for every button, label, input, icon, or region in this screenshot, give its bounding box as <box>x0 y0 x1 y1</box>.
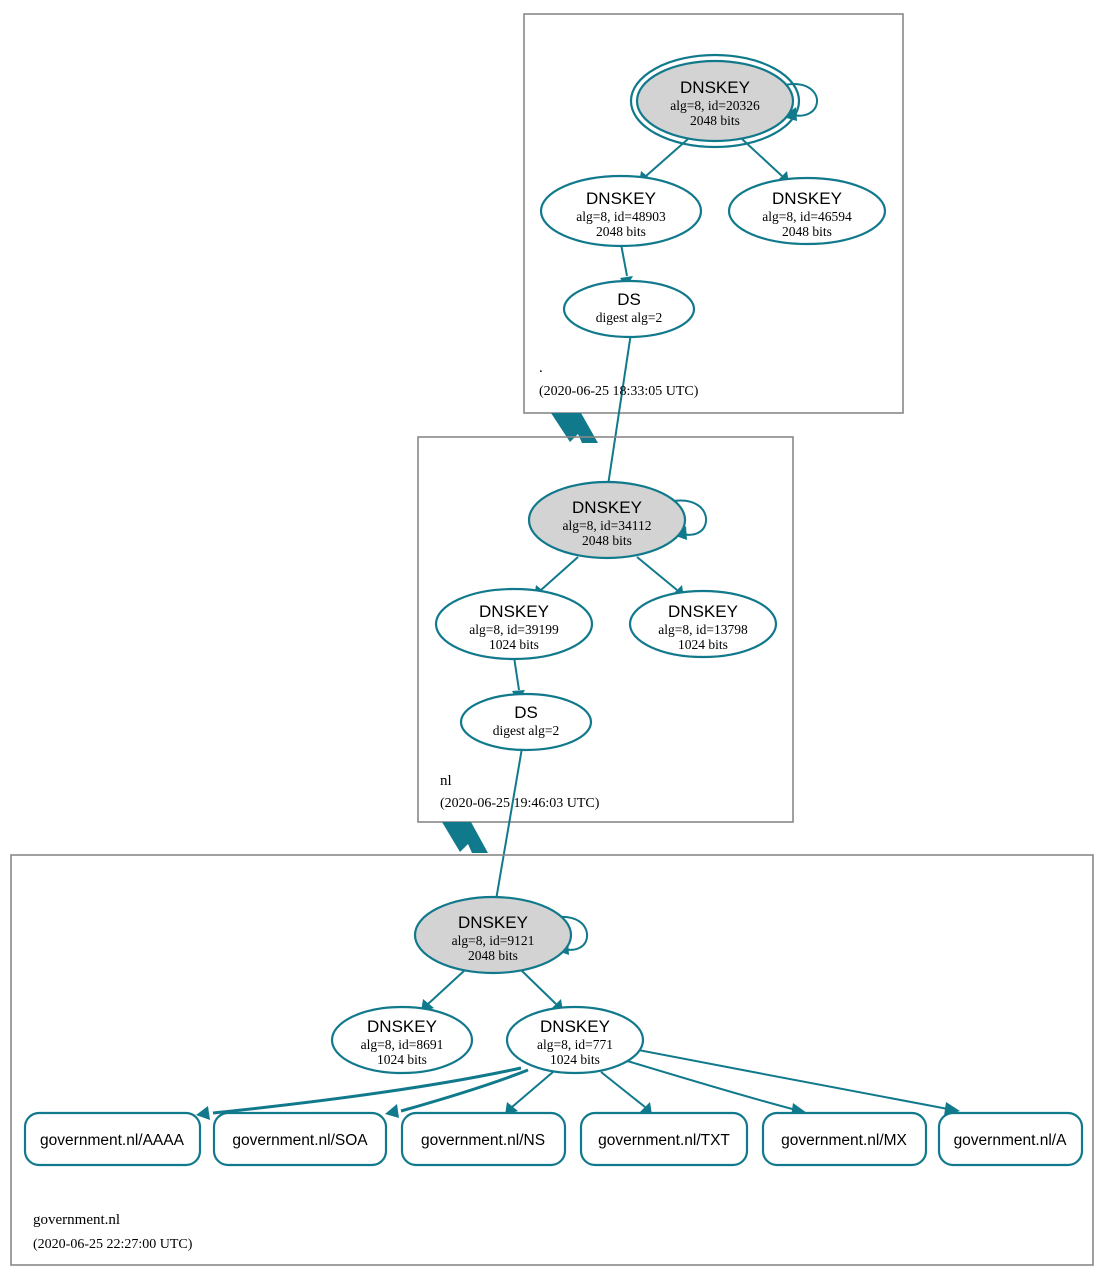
root-zsk-46594-detail-alg-id: alg=8, id=46594 <box>762 209 852 224</box>
nl-ds-ellipse <box>459 692 593 752</box>
node-root-ds[interactable]: DS digest alg=2 <box>562 279 696 339</box>
rrset-government-nl-soa[interactable]: government.nl/SOA <box>212 1111 388 1167</box>
gov-zsk-771-title: DNSKEY <box>540 1017 610 1036</box>
nl-ksk-ellipse <box>527 480 687 560</box>
edge-gov-ksk-to-zsk-771 <box>520 969 563 1012</box>
edge-gov-zsk-771-to-rrset-soa <box>385 1068 529 1118</box>
node-gov-ksk-dnskey[interactable]: DNSKEY alg=8, id=9121 2048 bits <box>413 895 573 975</box>
root-zsk-46594-ellipse <box>727 176 887 246</box>
nl-zsk-39199-detail-alg-id: alg=8, id=39199 <box>469 622 559 637</box>
gov-zsk-8691-ellipse <box>330 1005 474 1075</box>
node-root-ksk-dnskey[interactable]: DNSKEY alg=8, id=20326 2048 bits <box>629 53 801 149</box>
node-root-zsk-48903-dnskey[interactable]: DNSKEY alg=8, id=48903 2048 bits <box>539 174 703 248</box>
root-ds-title: DS <box>617 290 641 309</box>
gov-ksk-detail-bits: 2048 bits <box>468 948 518 963</box>
nl-ds-title: DS <box>514 703 538 722</box>
gov-zsk-8691-title: DNSKEY <box>367 1017 437 1036</box>
root-ds-ellipse <box>562 279 696 339</box>
rrset-government-nl-mx[interactable]: government.nl/MX <box>761 1111 928 1167</box>
nl-ksk-detail-bits: 2048 bits <box>582 533 632 548</box>
rrset-ns-label: government.nl/NS <box>421 1132 545 1149</box>
nl-ds-detail-digest: digest alg=2 <box>493 723 559 738</box>
zone-nl: DNSKEY alg=8, id=34112 2048 bits DNSKEY … <box>417 436 794 912</box>
node-nl-ds[interactable]: DS digest alg=2 <box>459 692 593 752</box>
rrset-a-label: government.nl/A <box>954 1132 1068 1149</box>
rrset-government-nl-aaaa[interactable]: government.nl/AAAA <box>23 1111 202 1167</box>
trust-arrow-nl-to-government-nl <box>442 822 488 853</box>
root-ksk-ellipse <box>635 59 795 143</box>
node-nl-ksk-dnskey[interactable]: DNSKEY alg=8, id=34112 2048 bits <box>527 480 687 560</box>
rrset-government-nl-txt[interactable]: government.nl/TXT <box>579 1111 749 1167</box>
node-gov-zsk-771-dnskey[interactable]: DNSKEY alg=8, id=771 1024 bits <box>505 1005 645 1075</box>
rrset-aaaa-box <box>23 1111 202 1167</box>
nl-ksk-title: DNSKEY <box>572 498 642 517</box>
rrset-government-nl-ns[interactable]: government.nl/NS <box>400 1111 567 1167</box>
gov-ksk-title: DNSKEY <box>458 913 528 932</box>
edge-gov-zsk-771-to-rrset-txt <box>600 1071 652 1115</box>
edge-gov-ksk-to-zsk-8691 <box>421 969 466 1012</box>
trust-arrow-root-to-nl <box>551 413 598 443</box>
gov-zsk-771-ellipse <box>505 1005 645 1075</box>
zone-nl-timestamp: (2020-06-25 19:46:03 UTC) <box>440 796 600 811</box>
rrset-soa-label: government.nl/SOA <box>232 1132 368 1149</box>
nl-zsk-13798-detail-bits: 1024 bits <box>678 637 728 652</box>
edge-gov-zsk-771-to-rrset-mx <box>623 1059 807 1117</box>
nl-zsk-13798-detail-alg-id: alg=8, id=13798 <box>658 622 748 637</box>
edge-nl-ds-to-gov-ksk <box>489 747 523 912</box>
root-ksk-title: DNSKEY <box>680 78 750 97</box>
root-zsk-46594-title: DNSKEY <box>772 189 842 208</box>
rrset-txt-label: government.nl/TXT <box>598 1132 730 1149</box>
node-gov-zsk-8691-dnskey[interactable]: DNSKEY alg=8, id=8691 1024 bits <box>330 1005 474 1075</box>
zone-root-timestamp: (2020-06-25 18:33:05 UTC) <box>539 384 699 399</box>
rrset-ns-box <box>400 1111 567 1167</box>
zone-government-nl-timestamp: (2020-06-25 22:27:00 UTC) <box>33 1237 193 1252</box>
zone-root: DNSKEY alg=8, id=20326 2048 bits DNSKEY … <box>523 13 904 504</box>
rrset-mx-box <box>761 1111 928 1167</box>
rrset-government-nl-a[interactable]: government.nl/A <box>937 1111 1084 1167</box>
rrset-aaaa-label: government.nl/AAAA <box>40 1132 185 1149</box>
trust-anchor-outer-ring <box>629 53 801 149</box>
rrset-soa-box <box>212 1111 388 1167</box>
root-ksk-detail-alg-id: alg=8, id=20326 <box>670 98 760 113</box>
zone-government-nl-border <box>10 854 1094 1266</box>
rrset-mx-label: government.nl/MX <box>781 1132 907 1149</box>
nl-ksk-detail-alg-id: alg=8, id=34112 <box>563 518 652 533</box>
gov-zsk-771-detail-bits: 1024 bits <box>550 1052 600 1067</box>
nl-zsk-13798-ellipse <box>628 589 778 659</box>
root-zsk-48903-detail-alg-id: alg=8, id=48903 <box>576 209 666 224</box>
edge-gov-zsk-771-to-rrset-a <box>627 1047 960 1116</box>
gov-ksk-ellipse <box>413 895 573 975</box>
edge-gov-zsk-771-to-rrset-aaaa <box>196 1066 522 1120</box>
root-zsk-48903-detail-bits: 2048 bits <box>596 224 646 239</box>
gov-zsk-771-detail-alg-id: alg=8, id=771 <box>537 1037 613 1052</box>
node-nl-zsk-39199-dnskey[interactable]: DNSKEY alg=8, id=39199 1024 bits <box>434 587 594 661</box>
rrset-txt-box <box>579 1111 749 1167</box>
root-ksk-detail-bits: 2048 bits <box>690 113 740 128</box>
zone-root-name: . <box>539 360 543 376</box>
root-zsk-48903-ellipse <box>539 174 703 248</box>
root-zsk-46594-detail-bits: 2048 bits <box>782 224 832 239</box>
node-root-zsk-46594-dnskey[interactable]: DNSKEY alg=8, id=46594 2048 bits <box>727 176 887 246</box>
nl-zsk-39199-ellipse <box>434 587 594 661</box>
gov-zsk-8691-detail-alg-id: alg=8, id=8691 <box>361 1037 444 1052</box>
zone-government-nl: DNSKEY alg=8, id=9121 2048 bits DNSKEY a… <box>10 854 1094 1266</box>
edge-nl-ksk-to-zsk-13798 <box>636 556 684 598</box>
edge-root-ksk-to-zsk-46594 <box>741 138 789 184</box>
zone-government-nl-name: government.nl <box>33 1212 120 1228</box>
nl-zsk-39199-detail-bits: 1024 bits <box>489 637 539 652</box>
nl-zsk-13798-title: DNSKEY <box>668 602 738 621</box>
nl-zsk-39199-title: DNSKEY <box>479 602 549 621</box>
zone-root-border <box>523 13 904 414</box>
gov-ksk-detail-alg-id: alg=8, id=9121 <box>452 933 535 948</box>
gov-zsk-8691-detail-bits: 1024 bits <box>377 1052 427 1067</box>
edge-root-ds-to-nl-ksk <box>600 332 632 504</box>
root-zsk-48903-title: DNSKEY <box>586 189 656 208</box>
node-nl-zsk-13798-dnskey[interactable]: DNSKEY alg=8, id=13798 1024 bits <box>628 589 778 659</box>
zone-nl-name: nl <box>440 773 452 789</box>
rrset-a-box <box>937 1111 1084 1167</box>
edge-gov-zsk-771-to-rrset-ns <box>505 1071 554 1115</box>
zone-nl-border <box>417 436 794 823</box>
root-ds-detail-digest: digest alg=2 <box>596 310 662 325</box>
